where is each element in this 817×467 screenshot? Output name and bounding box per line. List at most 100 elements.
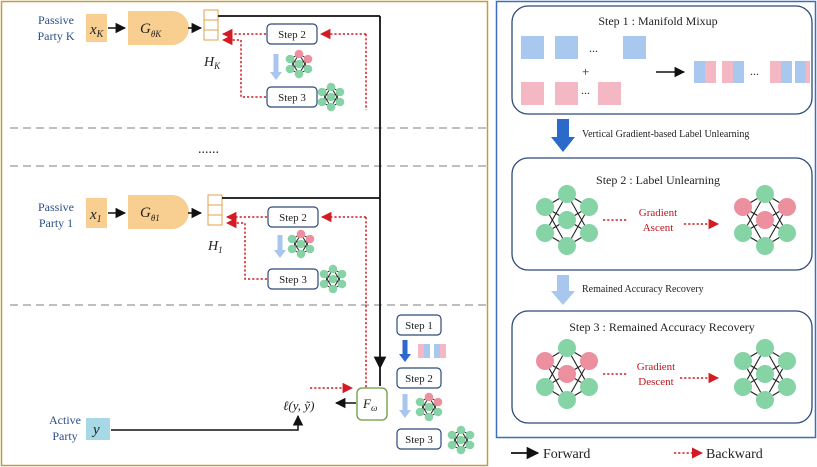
h1-cell-3 xyxy=(207,214,223,226)
plus-sign: + xyxy=(582,64,589,79)
hk-label: HK xyxy=(203,55,221,71)
right-panel-border xyxy=(495,0,817,439)
active-step1-box xyxy=(396,314,442,336)
step2-label-1: Step 2 xyxy=(279,212,307,224)
pink-cell-2 xyxy=(555,82,578,105)
pink-cell-1 xyxy=(521,82,544,105)
step3-label-1: Step 3 xyxy=(279,274,307,286)
loss-label: ℓ(y, ỹ) xyxy=(283,398,314,413)
top-model-box xyxy=(356,387,388,421)
backward-step3-to-hk xyxy=(221,34,266,98)
model-g1-shape xyxy=(128,195,189,229)
dots-mix: ... xyxy=(750,64,759,78)
model-gk-shape xyxy=(128,11,189,45)
party-1-label-line1: Passive xyxy=(38,200,74,214)
step2-box-k xyxy=(266,23,318,45)
h1-cell-1 xyxy=(207,194,223,206)
step3-box-1 xyxy=(267,268,319,290)
arrow2-label: Remained Accuracy Recovery xyxy=(582,284,704,295)
arrow1-label: Vertical Gradient-based Label Unlearning xyxy=(582,129,749,140)
dots-bottom: ... xyxy=(581,83,590,97)
mini-net-unlearned-active xyxy=(415,392,443,422)
blue-cell-1 xyxy=(521,36,544,59)
big-arrow-2-head xyxy=(551,291,575,305)
mini-net-unlearned-k xyxy=(285,49,313,79)
passive-party-k: Passive Party K xK GθK HK Step 2 Step 3 xyxy=(38,9,380,112)
mix2-a xyxy=(722,61,733,83)
party-k-label-line1: Passive xyxy=(38,13,74,27)
party-k-label-line2: Party K xyxy=(38,29,75,43)
blue-cell-2 xyxy=(555,36,578,59)
label-y-box xyxy=(86,418,110,440)
hk-cell-2 xyxy=(203,19,219,31)
mix4-a xyxy=(795,61,806,83)
step2-panel-box xyxy=(511,157,813,271)
step3-net-before xyxy=(536,339,598,409)
light-arrowhead-active xyxy=(399,410,411,418)
gradient-ascent-line2: Ascent xyxy=(643,222,674,234)
left-panel-border xyxy=(0,0,489,467)
hk-cell-3 xyxy=(203,29,219,41)
mix4-b xyxy=(806,61,810,83)
mini-net-recovered-k xyxy=(317,82,345,112)
active-party: Active Party y ℓ(y, ỹ) Fω Step 1 Step 2 … xyxy=(49,314,475,455)
model-gk-label: GθK xyxy=(140,21,162,39)
mix3-a xyxy=(770,61,781,83)
blue-cell-3 xyxy=(623,36,646,59)
mix3-b xyxy=(781,61,792,83)
big-arrow-1-shaft xyxy=(557,119,569,139)
right-panel: Step 1 : Manifold Mixup ... + ... ... Ve… xyxy=(511,5,813,424)
pink-cell-3 xyxy=(598,82,621,105)
light-arrowhead-1 xyxy=(274,250,286,258)
step2-net-before xyxy=(536,185,598,255)
step2-title: Step 2 : Label Unlearning xyxy=(596,173,720,187)
mix1-a xyxy=(694,61,705,83)
label-y-text: y xyxy=(91,422,100,438)
top-model-label: Fω xyxy=(362,396,377,413)
input-xk-label: xK xyxy=(89,22,105,40)
dark-arrowhead-active xyxy=(399,354,411,362)
mix2-b xyxy=(733,61,744,83)
mixup-mini-b1 xyxy=(434,344,440,358)
legend-forward-label: Forward xyxy=(543,447,590,462)
legend: Forward Backward xyxy=(511,446,763,462)
mini-net-unlearned-1 xyxy=(287,229,315,259)
step1-title: Step 1 : Manifold Mixup xyxy=(598,14,717,28)
active-step2-label: Step 2 xyxy=(405,373,433,385)
step3-box-k xyxy=(266,86,318,108)
arrow-y-to-loss xyxy=(111,414,304,431)
gradient-descent-line1: Gradient xyxy=(637,361,675,373)
backward-step3-to-h1 xyxy=(225,217,267,280)
active-label-line1: Active xyxy=(49,413,81,427)
input-x1-box xyxy=(86,198,107,228)
big-arrow-1-head xyxy=(551,137,575,152)
mixup-mini-b2 xyxy=(440,344,446,358)
mixup-mini-a1 xyxy=(418,344,424,358)
light-arrowhead-k xyxy=(270,72,282,80)
step2-net-after xyxy=(734,185,796,255)
active-step1-label: Step 1 xyxy=(405,320,433,332)
step2-label-k: Step 2 xyxy=(278,29,306,41)
dots-top: ... xyxy=(589,41,598,55)
mix1-b xyxy=(705,61,716,83)
step1-panel-box xyxy=(511,5,813,115)
input-x1-label: x1 xyxy=(89,207,102,225)
mini-net-recovered-1 xyxy=(319,264,347,294)
legend-backward-label: Backward xyxy=(706,447,763,462)
ellipsis-text: ...... xyxy=(198,142,219,157)
mixup-mini-a2 xyxy=(424,344,430,358)
step2-box-1 xyxy=(267,206,319,228)
step3-net-after xyxy=(734,339,796,409)
active-step2-box xyxy=(396,367,442,389)
gradient-ascent-line1: Gradient xyxy=(639,207,677,219)
input-xk-box xyxy=(86,14,107,42)
hk-cell-1 xyxy=(203,9,219,21)
big-arrow-2-shaft xyxy=(557,275,569,293)
active-step3-label: Step 3 xyxy=(405,434,433,446)
passive-party-1: Passive Party 1 x1 Gθ1 H1 Step 2 Step 3 xyxy=(38,194,380,388)
active-step3-box xyxy=(396,428,442,450)
h1-cell-2 xyxy=(207,204,223,216)
party-1-label-line2: Party 1 xyxy=(39,216,73,230)
mini-net-recovered-active xyxy=(447,425,475,455)
